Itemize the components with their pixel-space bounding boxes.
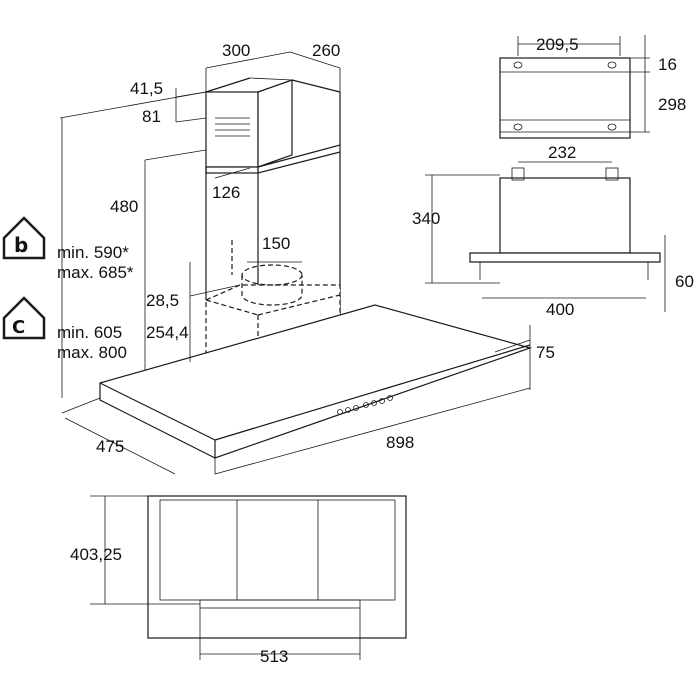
extraction-max: max. 685*: [57, 263, 134, 282]
canopy: [99, 304, 533, 459]
outlet-collar-top: [241, 264, 303, 286]
extraction-min: min. 590*: [57, 243, 129, 262]
svg-text:C: C: [12, 317, 25, 338]
dim-side-canopy: 60: [675, 272, 694, 291]
side-lower-chimney: [499, 177, 631, 254]
bottom-outline: [147, 495, 407, 639]
side-canopy: [469, 252, 661, 263]
dim-side-hook-spacing: 232: [548, 143, 576, 162]
dim-bracket-top: 41,5: [130, 79, 163, 98]
control-buttons: [337, 395, 393, 415]
dim-bottom-filter-width: 513: [260, 647, 288, 666]
dim-bottom-depth: 403,25: [70, 545, 122, 564]
dim-motor-height: 254,4: [146, 323, 189, 342]
chimney-upper-side: [257, 79, 293, 168]
outlet-collar: [241, 275, 303, 306]
recirculation-min: min. 605: [57, 323, 122, 342]
dim-canopy-thickness: 75: [536, 343, 555, 362]
dim-side-bracket-top: 16: [658, 55, 677, 74]
dim-duct-offset: 126: [212, 183, 240, 202]
front-dimension-lines: [59, 51, 531, 475]
dim-chimney-depth: 260: [312, 41, 340, 60]
side-view: 209,5 16 298 232 340 60 400: [412, 35, 694, 319]
dim-side-height: 340: [412, 209, 440, 228]
dim-outlet-height: 28,5: [146, 291, 179, 310]
dim-outlet-diameter: 150: [262, 234, 290, 253]
side-upper-chimney: [499, 57, 631, 139]
house-recirculation-icon: C: [2, 296, 46, 340]
dim-bracket-height: 81: [142, 107, 161, 126]
dim-side-bracket-spacing: 298: [658, 95, 686, 114]
chimney-vents: [215, 117, 250, 137]
bottom-view: 513 403,25: [70, 495, 407, 666]
chimney-upper-front: [205, 91, 259, 168]
house-extraction-icon: b: [2, 216, 46, 260]
dim-side-bracket-width: 209,5: [536, 35, 579, 54]
svg-text:b: b: [14, 233, 28, 257]
dim-chimney-width: 300: [222, 41, 250, 60]
dim-side-base: 400: [546, 300, 574, 319]
recirculation-max: max. 800: [57, 343, 127, 362]
dim-canopy-width: 898: [386, 433, 414, 452]
front-view: 300 260 41,5 81 480 126 150 28,5 254,4 7…: [2, 41, 555, 475]
dim-canopy-depth: 475: [96, 437, 124, 456]
dim-chimney-lower: 480: [110, 197, 138, 216]
